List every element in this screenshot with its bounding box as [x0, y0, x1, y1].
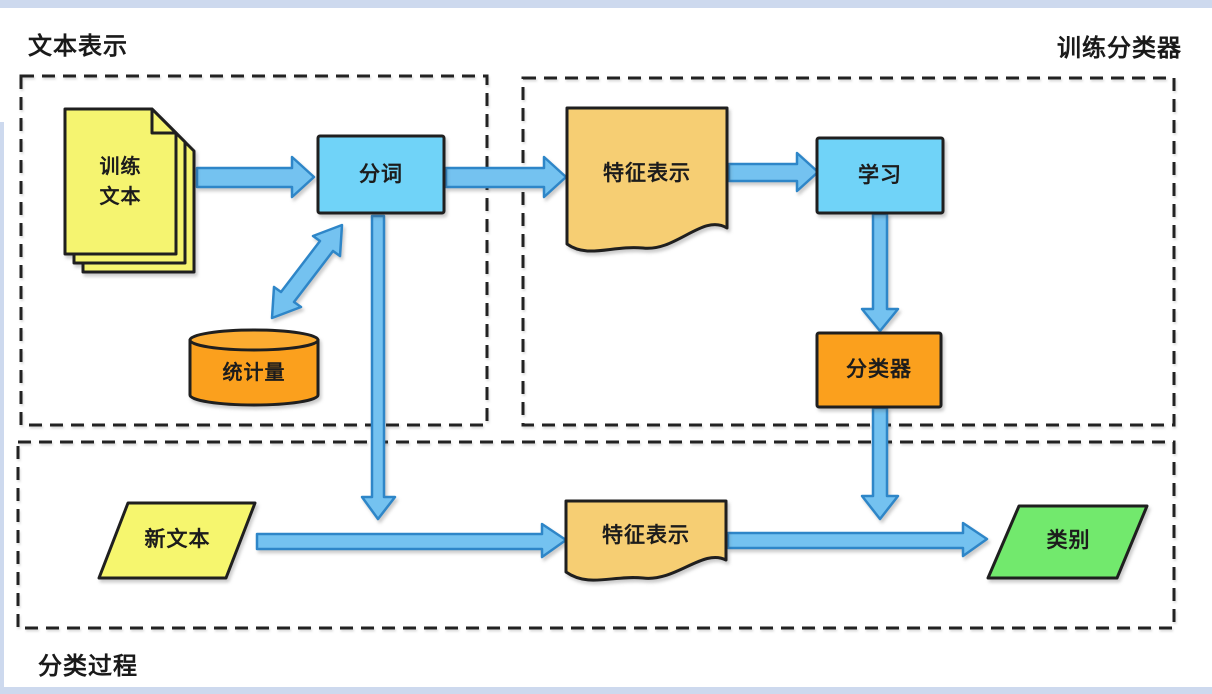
- arrow-feature-bottom-to-category: [726, 521, 989, 558]
- node-feature-bottom: [564, 499, 728, 582]
- arrow-stroke-group: [195, 151, 989, 559]
- label-train-docs: 训练 文本: [99, 156, 142, 208]
- label-new-text: 新文本: [144, 528, 211, 551]
- page-edge-top: [0, 0, 1212, 8]
- arrow-segmentation-statistics-bidirectional: [270, 223, 344, 320]
- arrow-feature-top-to-learning: [727, 151, 820, 193]
- statistics-cylinder-top: [188, 328, 320, 352]
- node-statistics: [188, 328, 320, 407]
- label-category: 类别: [1046, 529, 1091, 552]
- page-edge-left: [0, 122, 4, 694]
- region-classification-process-border: [16, 440, 1176, 630]
- node-shapes: [63, 106, 1149, 582]
- node-classifier: [815, 331, 943, 409]
- label-segmentation: 分词: [359, 162, 403, 186]
- node-category: [986, 504, 1149, 580]
- label-classifier: 分类器: [846, 358, 912, 381]
- region-label-train-classifier: 训练分类器: [1057, 35, 1182, 62]
- arrow-new-text-to-feature-bottom: [255, 522, 568, 559]
- arrow-classifier-down: [860, 406, 900, 521]
- arrow-learning-to-classifier: [860, 212, 900, 333]
- region-train-classifier-border: [521, 76, 1176, 427]
- arrows: [195, 151, 989, 559]
- statistics-cylinder-body: [188, 338, 320, 407]
- node-segmentation: [316, 134, 446, 215]
- node-new-text: [97, 501, 257, 580]
- region-borders: [16, 74, 1176, 630]
- train-docs-fold-corner: [150, 107, 178, 135]
- page-edge-bottom: [0, 687, 1212, 694]
- arrow-segmentation-to-feature-top: [444, 155, 568, 199]
- label-feature-bottom: 特征表示: [602, 524, 690, 547]
- label-statistics: 统计量: [222, 362, 286, 384]
- arrow-train-docs-to-segmentation: [195, 155, 316, 199]
- region-label-classification-process: 分类过程: [38, 653, 138, 680]
- node-learning: [815, 136, 945, 215]
- node-train-docs: [63, 107, 196, 274]
- label-learning: 学习: [858, 163, 902, 187]
- arrow-segmentation-down: [360, 214, 397, 521]
- label-feature-top: 特征表示: [603, 161, 691, 185]
- region-text-representation-border: [19, 74, 489, 427]
- region-label-text-representation: 文本表示: [28, 33, 128, 60]
- train-docs-sheet-front: [63, 107, 178, 256]
- node-feature-top: [565, 106, 729, 253]
